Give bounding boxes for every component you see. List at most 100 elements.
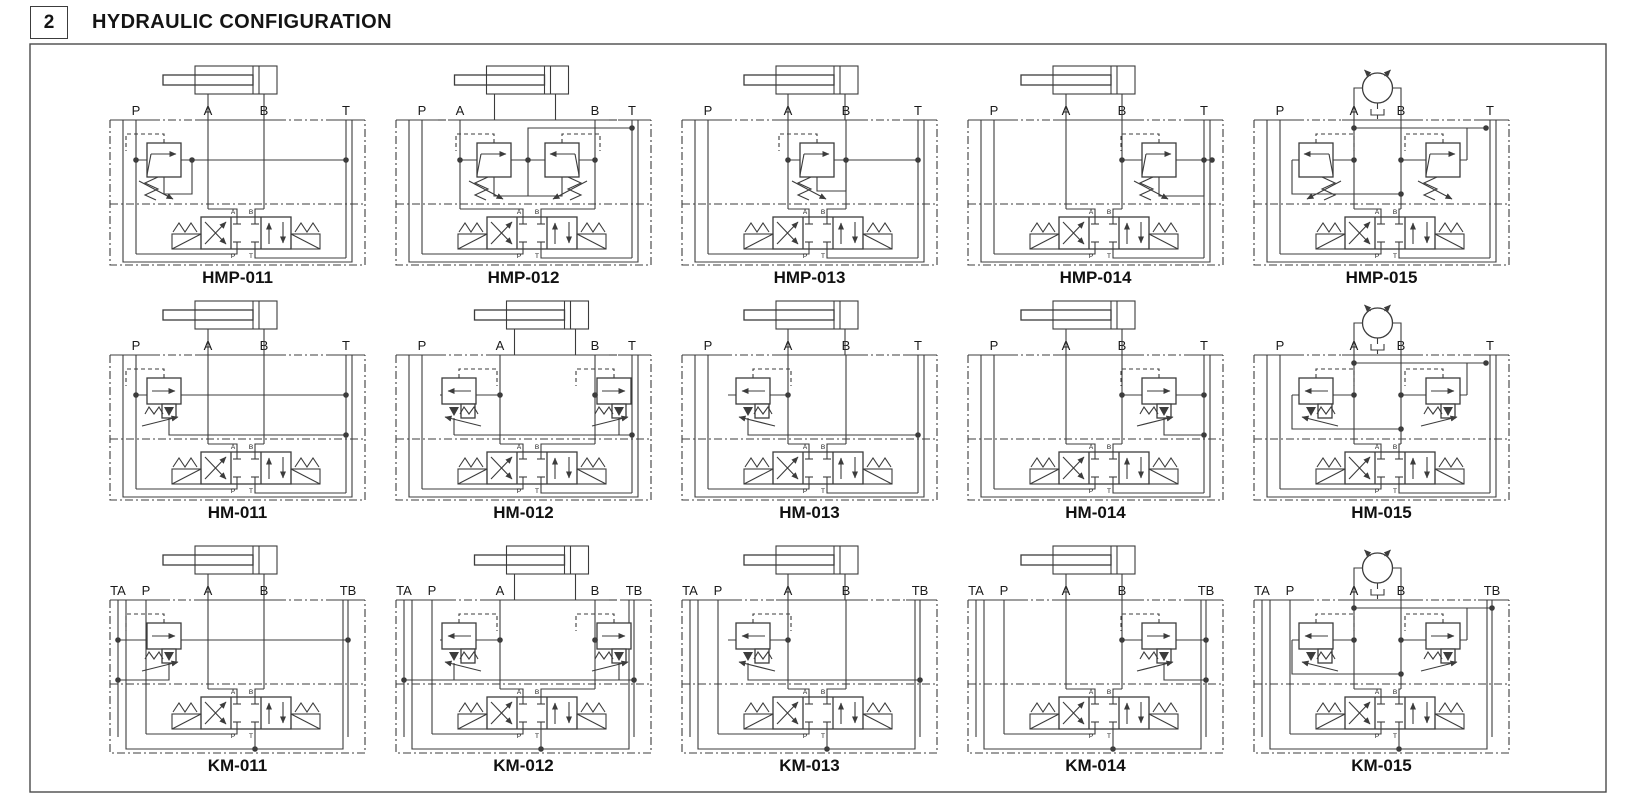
port-label: A: [231, 444, 236, 451]
port-label: P: [132, 338, 141, 353]
port-label: P: [803, 733, 807, 740]
port-label: B: [591, 338, 600, 353]
port-label: P: [803, 253, 807, 260]
diagram-model-label: HM-013: [779, 503, 839, 522]
port-label: P: [1089, 733, 1093, 740]
port-label: T: [535, 253, 539, 260]
port-label: B: [821, 689, 825, 696]
port-label: B: [821, 444, 825, 451]
port-label: P: [1375, 488, 1379, 495]
port-label: P: [1375, 253, 1379, 260]
port-label: A: [1375, 444, 1380, 451]
port-label: B: [1107, 209, 1111, 216]
diagram-model-label: HMP-015: [1346, 268, 1418, 287]
diagram-panel-border: [29, 43, 1607, 793]
diagram-model-label: HM-012: [493, 503, 553, 522]
port-label: B: [249, 444, 253, 451]
port-label: T: [342, 103, 350, 118]
port-label: P: [132, 103, 141, 118]
port-label: T: [914, 338, 922, 353]
diagram-model-label: HMP-013: [774, 268, 846, 287]
diagram-model-label: HM-014: [1065, 503, 1126, 522]
port-label: P: [1286, 583, 1295, 598]
port-label: P: [142, 583, 151, 598]
port-label: P: [231, 733, 235, 740]
port-label: A: [1375, 209, 1380, 216]
diagram-model-label: HM-011: [208, 503, 268, 522]
port-label: T: [1393, 253, 1397, 260]
port-label: TA: [682, 583, 698, 598]
port-label: T: [249, 253, 253, 260]
port-label: TA: [1254, 583, 1270, 598]
port-label: P: [803, 488, 807, 495]
port-label: P: [990, 338, 999, 353]
port-label: P: [1000, 583, 1009, 598]
port-label: A: [803, 209, 808, 216]
port-label: P: [704, 338, 713, 353]
port-label: T: [1107, 488, 1111, 495]
port-label: P: [990, 103, 999, 118]
page-title: HYDRAULIC CONFIGURATION: [92, 11, 392, 33]
port-label: B: [842, 338, 851, 353]
port-label: A: [1089, 444, 1094, 451]
diagram-model-label: KM-011: [208, 756, 268, 775]
port-label: B: [249, 209, 253, 216]
port-label: T: [628, 338, 636, 353]
port-label: P: [418, 338, 427, 353]
diagram-model-label: HM-015: [1351, 503, 1411, 522]
port-label: B: [1393, 689, 1397, 696]
port-label: A: [1089, 689, 1094, 696]
port-label: B: [591, 583, 600, 598]
port-label: P: [428, 583, 437, 598]
port-label: P: [1089, 253, 1093, 260]
port-label: B: [535, 209, 539, 216]
port-label: B: [842, 583, 851, 598]
port-label: P: [1276, 103, 1285, 118]
diagram-model-label: HMP-011: [202, 268, 273, 287]
port-label: T: [821, 488, 825, 495]
port-label: A: [231, 209, 236, 216]
port-label: A: [803, 689, 808, 696]
port-label: A: [496, 583, 505, 598]
diagram-model-label: KM-012: [493, 756, 553, 775]
port-label: B: [249, 689, 253, 696]
port-label: A: [517, 689, 522, 696]
section-number-box: 2: [30, 6, 68, 39]
port-label: T: [342, 338, 350, 353]
port-label: A: [803, 444, 808, 451]
port-label: A: [1375, 689, 1380, 696]
port-label: B: [535, 444, 539, 451]
port-label: T: [628, 103, 636, 118]
diagram-model-label: HMP-014: [1060, 268, 1132, 287]
port-label: TB: [1484, 583, 1501, 598]
port-label: P: [231, 253, 235, 260]
port-label: A: [517, 444, 522, 451]
diagram-model-label: KM-013: [779, 756, 839, 775]
port-label: P: [517, 253, 521, 260]
port-label: T: [1200, 338, 1208, 353]
port-label: P: [1089, 488, 1093, 495]
port-label: P: [517, 488, 521, 495]
port-label: P: [517, 733, 521, 740]
port-label: TB: [1198, 583, 1215, 598]
section-number: 2: [43, 11, 55, 33]
port-label: T: [1107, 733, 1111, 740]
section-header: 2 HYDRAULIC CONFIGURATION: [30, 6, 392, 39]
port-label: B: [842, 103, 851, 118]
port-label: B: [1107, 689, 1111, 696]
port-label: T: [1200, 103, 1208, 118]
port-label: T: [1393, 733, 1397, 740]
